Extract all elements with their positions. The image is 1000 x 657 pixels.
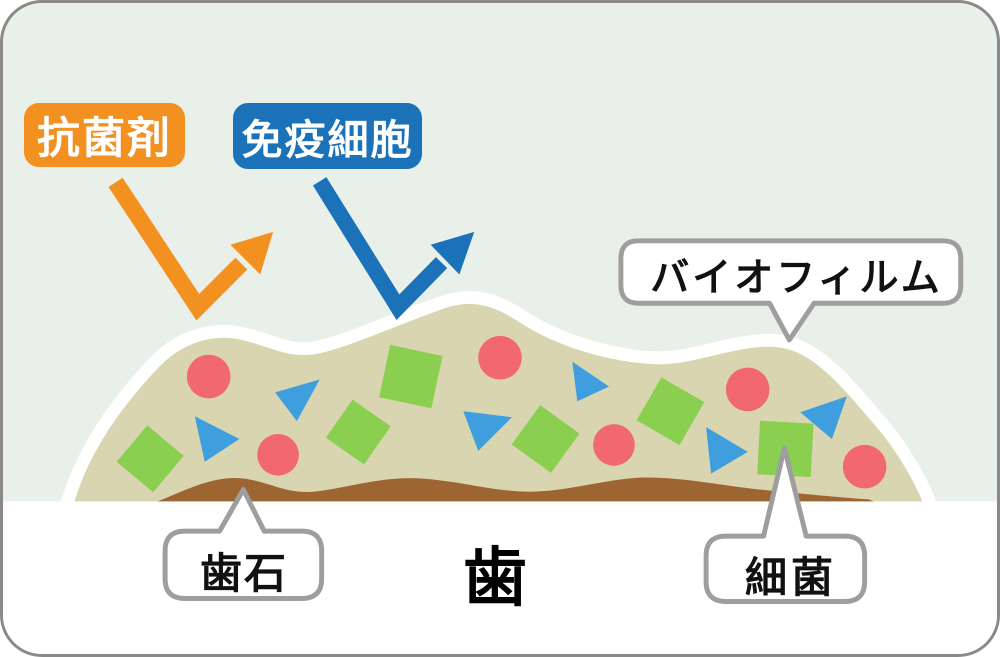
- biofilm-callout-text: バイオフィルム: [650, 255, 943, 301]
- green-square-bacterium: [511, 405, 580, 473]
- blue-triangle-bacterium: [275, 379, 320, 422]
- red-coccus-bacterium: [593, 424, 635, 466]
- tooth-label: 歯: [463, 542, 527, 616]
- tartar-callout-bubble: [162, 487, 325, 601]
- immune-cell-arrow: [312, 177, 475, 320]
- red-coccus-bacterium: [186, 354, 231, 399]
- green-square-bacterium: [325, 399, 391, 465]
- bacteria-callout-text: 細菌: [744, 552, 837, 602]
- red-coccus-bacterium: [842, 444, 887, 489]
- bacteria-callout-bubble: [703, 445, 868, 604]
- green-square-bacterium: [636, 377, 705, 446]
- diagram-canvas: [3, 177, 997, 654]
- red-coccus-bacterium: [478, 335, 522, 380]
- biofilm-shape: [57, 291, 939, 517]
- blue-triangle-bacterium: [194, 416, 240, 462]
- immune-cell-label: 免疫細胞: [233, 103, 422, 169]
- bacteria-shapes: [116, 335, 887, 493]
- antibacterial-label: 抗菌剤: [24, 103, 185, 167]
- antibacterial-arrow: [108, 177, 274, 321]
- tartar-callout-text: 歯石: [199, 548, 288, 598]
- red-coccus-bacterium: [257, 434, 299, 476]
- blue-triangle-bacterium: [800, 396, 847, 439]
- blue-triangle-bacterium: [706, 427, 748, 474]
- green-square-bacterium: [379, 344, 443, 409]
- biofilm-callout-bubble: [618, 238, 964, 343]
- blue-triangle-bacterium: [572, 361, 609, 402]
- red-coccus-bacterium: [725, 367, 770, 412]
- blue-triangle-bacterium: [463, 411, 512, 451]
- tartar-layer: [155, 477, 877, 503]
- green-square-bacterium: [116, 425, 184, 493]
